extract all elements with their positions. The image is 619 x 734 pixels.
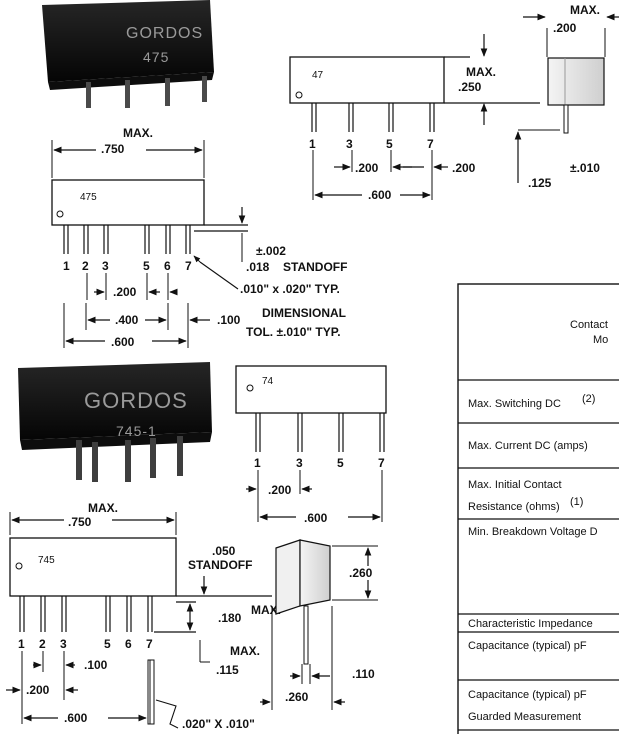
- row-contact-res-sup: (1): [570, 496, 583, 508]
- row-capacitance: Capacitance (typical) pF: [468, 640, 587, 652]
- pkg-74-drawing: 74 1 3 5 7 .200 .600: [235, 365, 387, 525]
- pkg745-base: .115: [216, 663, 239, 677]
- pkg475-pin-size: .010" x .020" TYP.: [240, 282, 340, 296]
- pkg475-standoff-val: .018: [246, 260, 270, 274]
- table-header-2: Mo: [593, 334, 608, 346]
- pkg745-pitch-100: .100: [84, 658, 108, 672]
- pkg47-height: .250: [458, 80, 482, 94]
- pkg745-standoff-val: .050: [212, 544, 236, 558]
- row-contact-res-1: Max. Initial Contact: [468, 479, 562, 491]
- pkg-475-drawing: MAX. .750 475 1 2 3 5 6 7 ±.002 .018 STA…: [51, 126, 347, 349]
- pkg47-side-width: .200: [553, 21, 577, 35]
- pkg745-pitch-200: .200: [26, 683, 50, 697]
- row-contact-res-2: Resistance (ohms): [468, 501, 560, 513]
- spec-table: Contact Mo Max. Switching DC (2) Max. Cu…: [457, 283, 619, 734]
- row-max-switching-sup: (2): [582, 393, 595, 405]
- row-capacitance-guarded-1: Capacitance (typical) pF: [468, 689, 587, 701]
- pkg475-pin-7: 7: [185, 259, 192, 273]
- pkg475-standoff-tol: ±.002: [256, 244, 286, 258]
- pkg47-side-max: MAX.: [570, 3, 600, 17]
- pkg47-pin-1: 1: [309, 137, 316, 151]
- pkg745-span-600: .600: [64, 711, 88, 725]
- pkg74-span: .600: [304, 511, 328, 525]
- pkg74-pin-5: 5: [337, 456, 344, 470]
- pkg745-max2: MAX.: [230, 644, 260, 658]
- pkg47-pin-3: 3: [346, 137, 353, 151]
- pkg47-max-label: MAX.: [466, 65, 496, 79]
- pkg475-span-400: .400: [115, 313, 139, 327]
- pkg745-pin-len-max: MAX.: [251, 603, 281, 617]
- photo-model: 475: [143, 49, 169, 65]
- relay-photo-top: GORDOS 475: [42, 0, 214, 108]
- pkg475-max: MAX.: [123, 126, 153, 140]
- pkg745-side-pin: .110: [352, 667, 375, 681]
- pkg745-pin-5: 5: [104, 637, 111, 651]
- pkg475-pin-5: 5: [143, 259, 150, 273]
- pkg74-pin-7: 7: [378, 456, 385, 470]
- pkg475-pitch: .200: [113, 285, 137, 299]
- pkg47-label: 47: [312, 70, 324, 81]
- pkg745-pin-size: .020" X .010": [182, 717, 255, 731]
- pkg745-max: MAX.: [88, 501, 118, 515]
- photo-brand: GORDOS: [126, 25, 203, 42]
- pkg475-standoff-label: STANDOFF: [283, 260, 347, 274]
- pkg745-pin-7: 7: [146, 637, 153, 651]
- pkg74-pitch: .200: [268, 483, 292, 497]
- pkg475-span-600: .600: [111, 335, 135, 349]
- pkg745-pin-6: 6: [125, 637, 132, 651]
- pkg-745-drawing: MAX. .750 745 1 2 3 5 6 7 .050 STANDOFF …: [6, 501, 382, 731]
- photo-mid-model: 745-1: [116, 423, 157, 439]
- pkg475-length: .750: [101, 142, 125, 156]
- pkg475-pin-6: 6: [164, 259, 171, 273]
- pkg745-standoff-label: STANDOFF: [188, 558, 252, 572]
- pkg74-label: 74: [262, 376, 274, 387]
- pkg745-side-width: .260: [285, 690, 309, 704]
- table-header-1: Contact: [570, 319, 608, 331]
- pkg47-pin-len: .125: [528, 176, 552, 190]
- pkg745-pin-2: 2: [39, 637, 46, 651]
- pkg475-pin-1: 1: [63, 259, 70, 273]
- pkg74-pin-1: 1: [254, 456, 261, 470]
- relay-photo-mid: GORDOS 745-1: [18, 362, 212, 482]
- row-breakdown: Min. Breakdown Voltage D: [468, 526, 598, 538]
- pkg47-pin-5: 5: [386, 137, 393, 151]
- pkg475-label: 475: [80, 192, 97, 203]
- pkg74-pin-3: 3: [296, 456, 303, 470]
- pkg-47-drawing: 47 1 3 5 7 MAX. .250 .200 .200 .600: [289, 3, 619, 202]
- pkg745-length: .750: [68, 515, 92, 529]
- pkg745-pin-3: 3: [60, 637, 67, 651]
- pkg475-span-100: .100: [217, 313, 241, 327]
- row-max-switching: Max. Switching DC: [468, 398, 561, 410]
- pkg475-tol-2: TOL. ±.010" TYP.: [246, 325, 341, 339]
- pkg47-pitch: .200: [355, 161, 379, 175]
- pkg47-span: .600: [368, 188, 392, 202]
- pkg47-pitch-2: .200: [452, 161, 476, 175]
- row-capacitance-guarded-2: Guarded Measurement: [468, 711, 581, 723]
- row-max-current: Max. Current DC (amps): [468, 440, 588, 452]
- pkg475-pin-3: 3: [102, 259, 109, 273]
- pkg745-pin-1: 1: [18, 637, 25, 651]
- row-impedance: Characteristic Impedance: [468, 618, 593, 630]
- photo-mid-brand: GORDOS: [84, 388, 188, 413]
- pkg475-tol-1: DIMENSIONAL: [262, 306, 346, 320]
- pkg47-pin-7: 7: [427, 137, 434, 151]
- pkg745-height: .260: [349, 566, 373, 580]
- pkg745-pin-len: .180: [218, 611, 242, 625]
- pkg47-pin-tol: ±.010: [570, 161, 600, 175]
- pkg745-label: 745: [38, 555, 55, 566]
- pkg475-pin-2: 2: [82, 259, 89, 273]
